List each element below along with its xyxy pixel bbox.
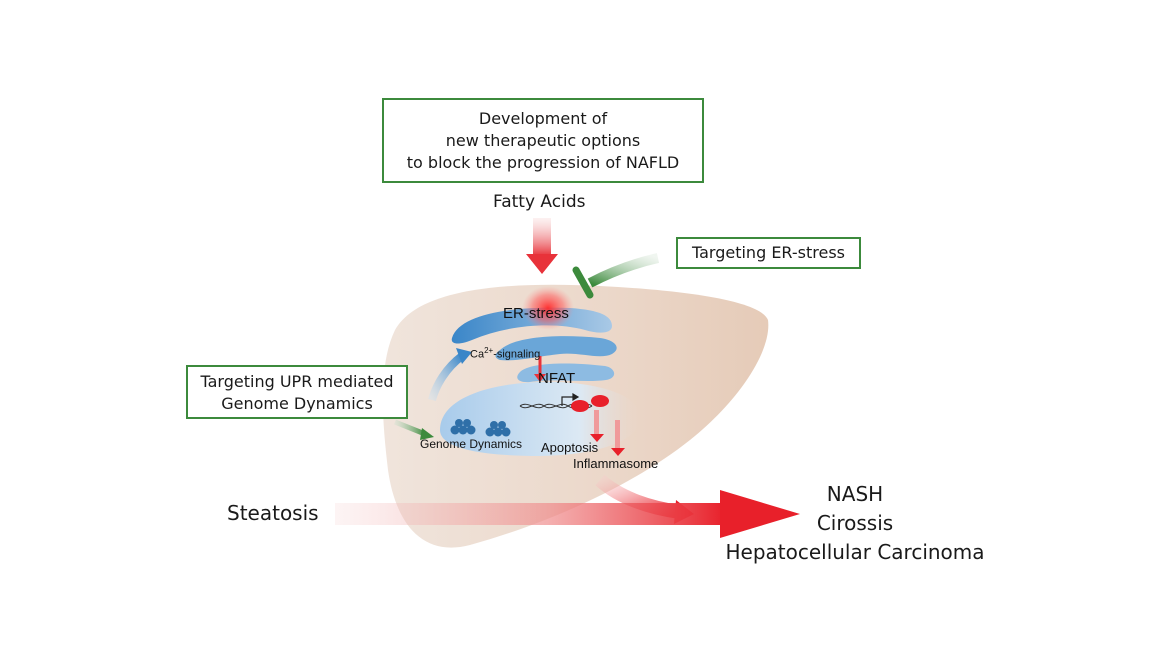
nfat-label: NFAT [538, 370, 576, 387]
apoptosis-arrow [590, 410, 604, 442]
header-line-1: Development of [478, 109, 608, 128]
ca-signaling-label: Ca2+-signaling [470, 346, 540, 361]
inflammasome-arrow [611, 420, 625, 456]
er-stress-label: ER-stress [503, 305, 569, 322]
fatty-acids-label: Fatty Acids [493, 192, 586, 212]
ca-suffix: -signaling [493, 348, 541, 361]
nfat-protein-1 [571, 400, 589, 412]
steatosis-label: Steatosis [227, 501, 319, 525]
ca-signaling-arrow [428, 348, 472, 402]
apoptosis-label: Apoptosis [541, 440, 599, 455]
ca-prefix: Ca [470, 348, 485, 361]
er-stress-inhibitor-arrow [572, 253, 660, 299]
nfat-protein-2 [591, 395, 609, 407]
er-to-nfat-arrow [534, 356, 546, 382]
progression-arrow [335, 490, 800, 538]
er-cisterna-2 [495, 336, 617, 361]
transcription-arrow [561, 392, 580, 406]
nucleus-shape [440, 381, 640, 456]
outcomes-list: NASH Cirossis Hepatocellular Carcinoma [720, 480, 990, 567]
outcome-nash: NASH [826, 482, 884, 506]
outcome-hcc: Hepatocellular Carcinoma [725, 540, 985, 564]
histone-cluster-2 [485, 421, 511, 437]
inflammasome-label: Inflammasome [573, 456, 659, 471]
targeting-upr-line-2: Genome Dynamics [221, 394, 373, 413]
targeting-er-stress-box: Targeting ER-stress [676, 237, 861, 269]
histone-cluster-1 [450, 419, 476, 435]
targeting-er-stress-label: Targeting ER-stress [691, 243, 846, 262]
er-stress-hotspot [522, 286, 574, 330]
ca-superscript: 2+ [484, 346, 494, 355]
genome-dynamics-label: Genome Dynamics [420, 437, 523, 451]
upr-genome-arrow [394, 419, 434, 440]
targeting-upr-line-1: Targeting UPR mediated [200, 372, 394, 391]
therapeutic-options-box: Development of new therapeutic options t… [382, 98, 704, 183]
outcome-cirrhosis: Cirossis [816, 511, 894, 535]
targeting-upr-box: Targeting UPR mediated Genome Dynamics [186, 365, 408, 419]
header-line-2: new therapeutic options [445, 131, 641, 150]
er-cisterna-1 [451, 307, 612, 344]
header-line-3: to block the progression of NAFLD [406, 153, 680, 172]
fatty-acids-arrow [526, 218, 558, 274]
